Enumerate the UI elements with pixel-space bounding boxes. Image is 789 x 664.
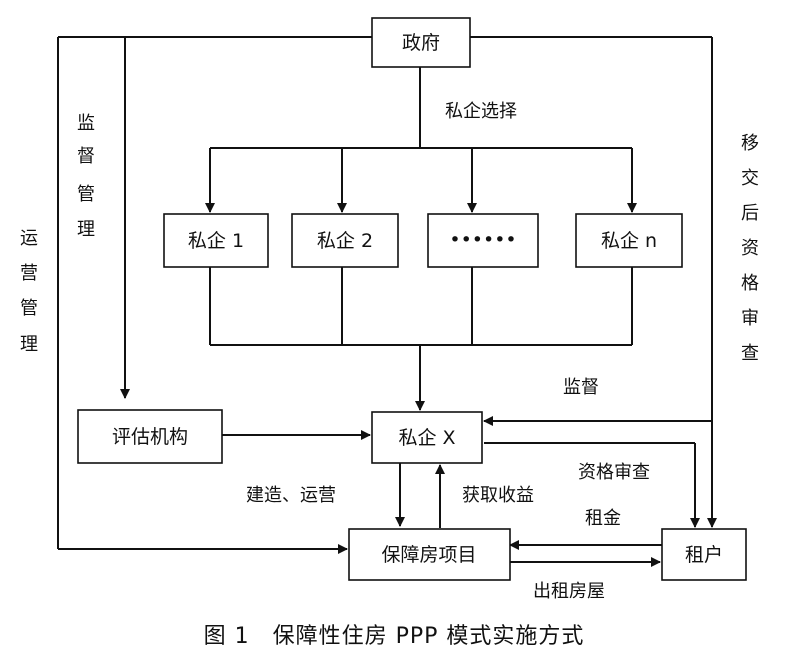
supervision-label: 监督 <box>563 377 599 398</box>
qualification-review-label: 资格审查 <box>578 462 650 483</box>
operation-management-char: 理 <box>20 334 38 355</box>
private-n-label: 私企 n <box>601 230 657 252</box>
tenant-box: 租户 <box>661 528 747 581</box>
private-x-box: 私企 X <box>371 411 483 464</box>
rent-housing-label: 出租房屋 <box>533 581 605 602</box>
post-transfer-review-char: 审 <box>741 308 759 329</box>
post-transfer-review-char: 格 <box>741 273 759 294</box>
post-transfer-review-char: 资 <box>741 238 759 259</box>
supervision-management-char: 督 <box>77 146 95 167</box>
private-n-box: 私企 n <box>575 213 683 268</box>
post-transfer-review-char: 交 <box>741 168 759 189</box>
housing-project-box: 保障房项目 <box>348 528 511 581</box>
private-2-label: 私企 2 <box>317 230 373 252</box>
supervision-management-char: 管 <box>77 184 95 205</box>
private-1-label: 私企 1 <box>188 230 244 252</box>
private-1-box: 私企 1 <box>163 213 269 268</box>
private-selection-label: 私企选择 <box>445 101 517 122</box>
tenant-label: 租户 <box>685 544 723 566</box>
private-ellipsis-box: •••••• <box>427 213 539 268</box>
obtain-revenue-label: 获取收益 <box>462 485 534 506</box>
supervision-management-label: 监 督 管 理 <box>77 113 95 240</box>
post-transfer-review-label: 移 交 后 资 格 审 查 <box>741 133 759 364</box>
operation-management-char: 运 <box>20 228 38 249</box>
supervision-management-char: 理 <box>77 219 95 240</box>
rent-label: 租金 <box>585 508 621 529</box>
figure-caption: 图 1 保障性住房 PPP 模式实施方式 <box>204 624 585 649</box>
operation-management-label: 运 营 管 理 <box>20 228 38 355</box>
operation-management-char: 营 <box>20 263 38 284</box>
assessment-agency-label: 评估机构 <box>112 426 188 448</box>
construction-operation-label: 建造、运营 <box>246 485 336 506</box>
connectors <box>57 36 717 567</box>
assessment-agency-box: 评估机构 <box>77 409 223 464</box>
post-transfer-review-char: 移 <box>741 133 759 154</box>
private-x-label: 私企 X <box>398 427 455 449</box>
supervision-management-char: 监 <box>77 113 95 134</box>
post-transfer-review-char: 查 <box>741 343 759 364</box>
private-2-box: 私企 2 <box>291 213 399 268</box>
government-box: 政府 <box>371 17 471 68</box>
private-ellipsis-label: •••••• <box>449 229 516 251</box>
post-transfer-review-char: 后 <box>741 203 759 224</box>
government-label: 政府 <box>402 32 440 54</box>
operation-management-char: 管 <box>20 298 38 319</box>
housing-project-label: 保障房项目 <box>381 544 476 566</box>
